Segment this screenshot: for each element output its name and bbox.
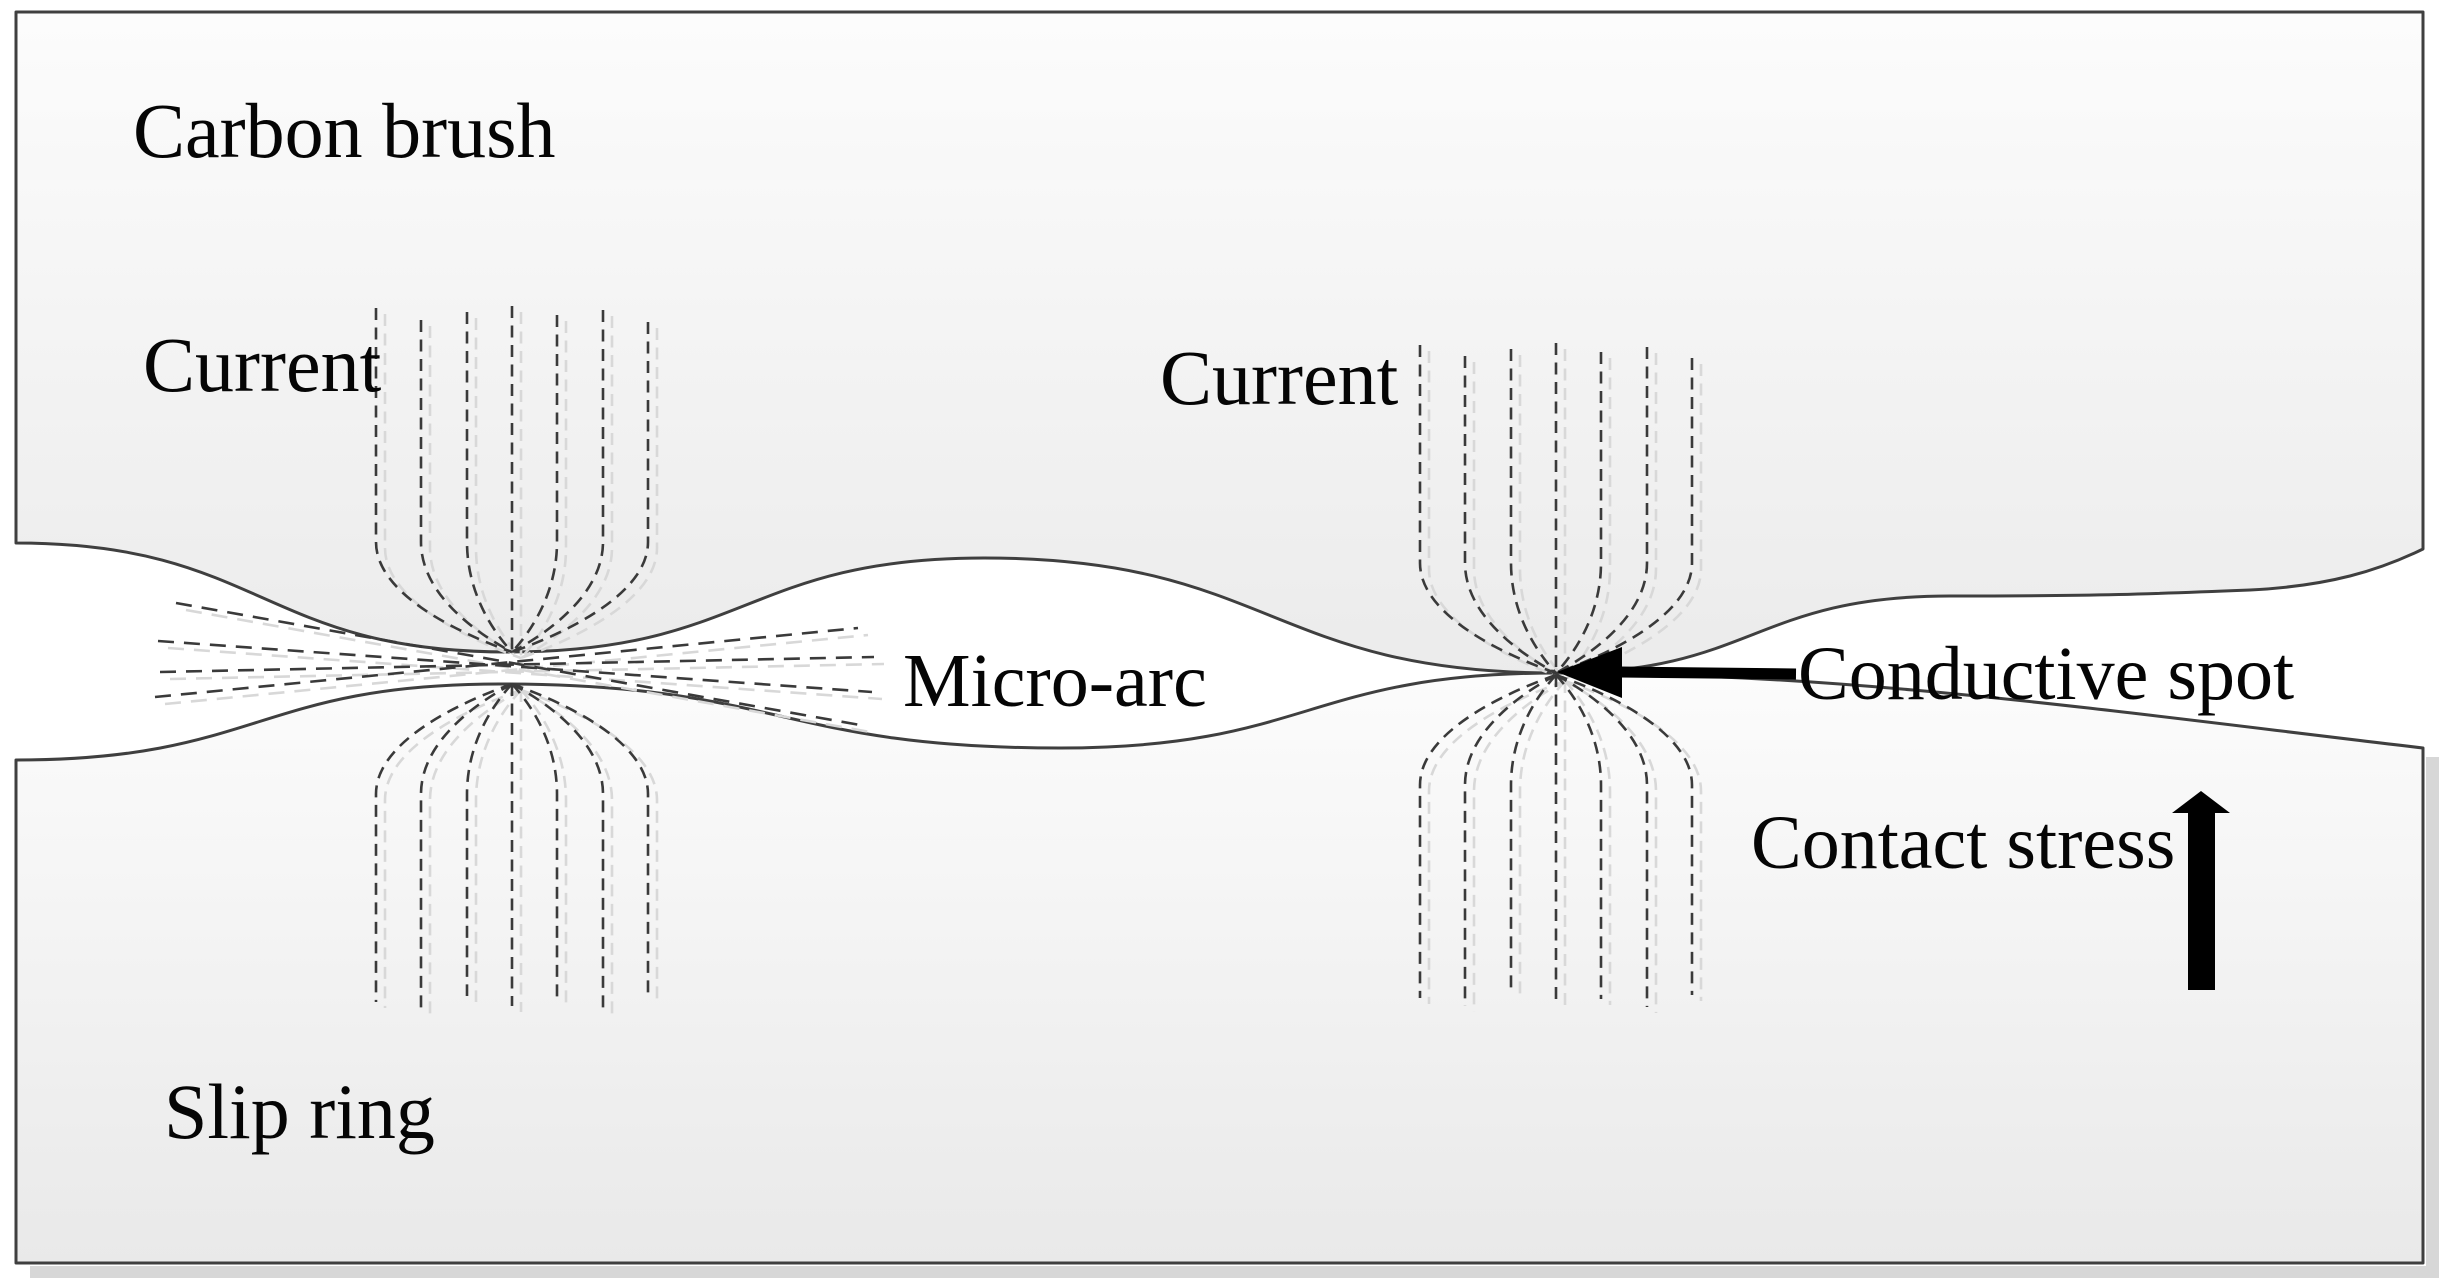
current-label-left: Current: [143, 321, 382, 408]
current-dash-line: [1555, 673, 1649, 1007]
current-dash-line: [1555, 674, 1603, 999]
contact-stress-arrow-icon: [2172, 791, 2230, 990]
current-dash-line: [1555, 347, 1649, 675]
current-dash-line: [1518, 355, 1566, 680]
carbon-brush-label: Carbon brush: [133, 87, 555, 174]
micro-arc-label: Micro-arc: [903, 639, 1207, 723]
current-dash-line: [520, 316, 614, 660]
contact-stress-label: Contact stress: [1751, 801, 2175, 885]
micro-arc-dash-line: [157, 639, 873, 694]
current-dash-line: [1564, 358, 1612, 680]
current-dash-line: [419, 682, 513, 1008]
micro-arc-dash-line: [154, 626, 859, 699]
current-dash-line: [520, 688, 614, 1014]
current-dash-line: [465, 312, 513, 653]
slip-ring-label: Slip ring: [164, 1068, 435, 1155]
current-dash-line: [1472, 679, 1566, 1012]
current-dash-line: [1472, 362, 1566, 681]
micro-arc-dash-line: [175, 601, 861, 727]
current-dash-line: [511, 315, 559, 653]
micro-arc-dash-line: [159, 655, 875, 674]
micro-arc-lines: [154, 601, 875, 727]
micro-arc-dash-line: [185, 608, 871, 734]
current-dash-line: [419, 320, 513, 654]
current-dash-line: [520, 321, 568, 659]
current-dash-line: [1555, 352, 1603, 674]
conductive-spot-label: Conductive spot: [1798, 632, 2294, 716]
current-dash-line: [465, 683, 513, 996]
current-label-right: Current: [1160, 334, 1399, 421]
current-dash-line: [1518, 680, 1566, 1000]
micro-arc-lines-shadow: [164, 608, 885, 734]
conductive-spot-arrow-icon: [1557, 647, 1797, 698]
current-dash-line: [511, 682, 605, 1008]
bottom-drop-shadow: [30, 1266, 2439, 1278]
carbon-brush-shape: [14, 10, 2425, 675]
current-dash-line: [520, 689, 568, 1006]
current-dash-line: [511, 683, 559, 1000]
current-dash-line: [1463, 356, 1557, 675]
current-flow-lines-shadow: [383, 312, 1703, 1014]
slip-ring-shape: [14, 671, 2425, 1265]
current-dash-line: [474, 689, 522, 1002]
current-dash-line: [1509, 349, 1557, 674]
current-dash-line: [1509, 674, 1557, 994]
current-dash-line: [511, 310, 605, 654]
current-dash-line: [1564, 680, 1612, 1005]
micro-arc-dash-line: [167, 646, 883, 701]
current-flow-lines: [374, 306, 1694, 1008]
current-dash-line: [374, 308, 513, 654]
micro-arc-dash-line: [169, 662, 885, 681]
right-drop-shadow: [2426, 757, 2439, 1278]
current-dash-line: [1463, 673, 1557, 1006]
current-dash-line: [428, 688, 522, 1014]
current-dash-line: [1564, 679, 1658, 1013]
current-dash-line: [474, 318, 522, 659]
micro-arc-dash-line: [164, 633, 869, 706]
